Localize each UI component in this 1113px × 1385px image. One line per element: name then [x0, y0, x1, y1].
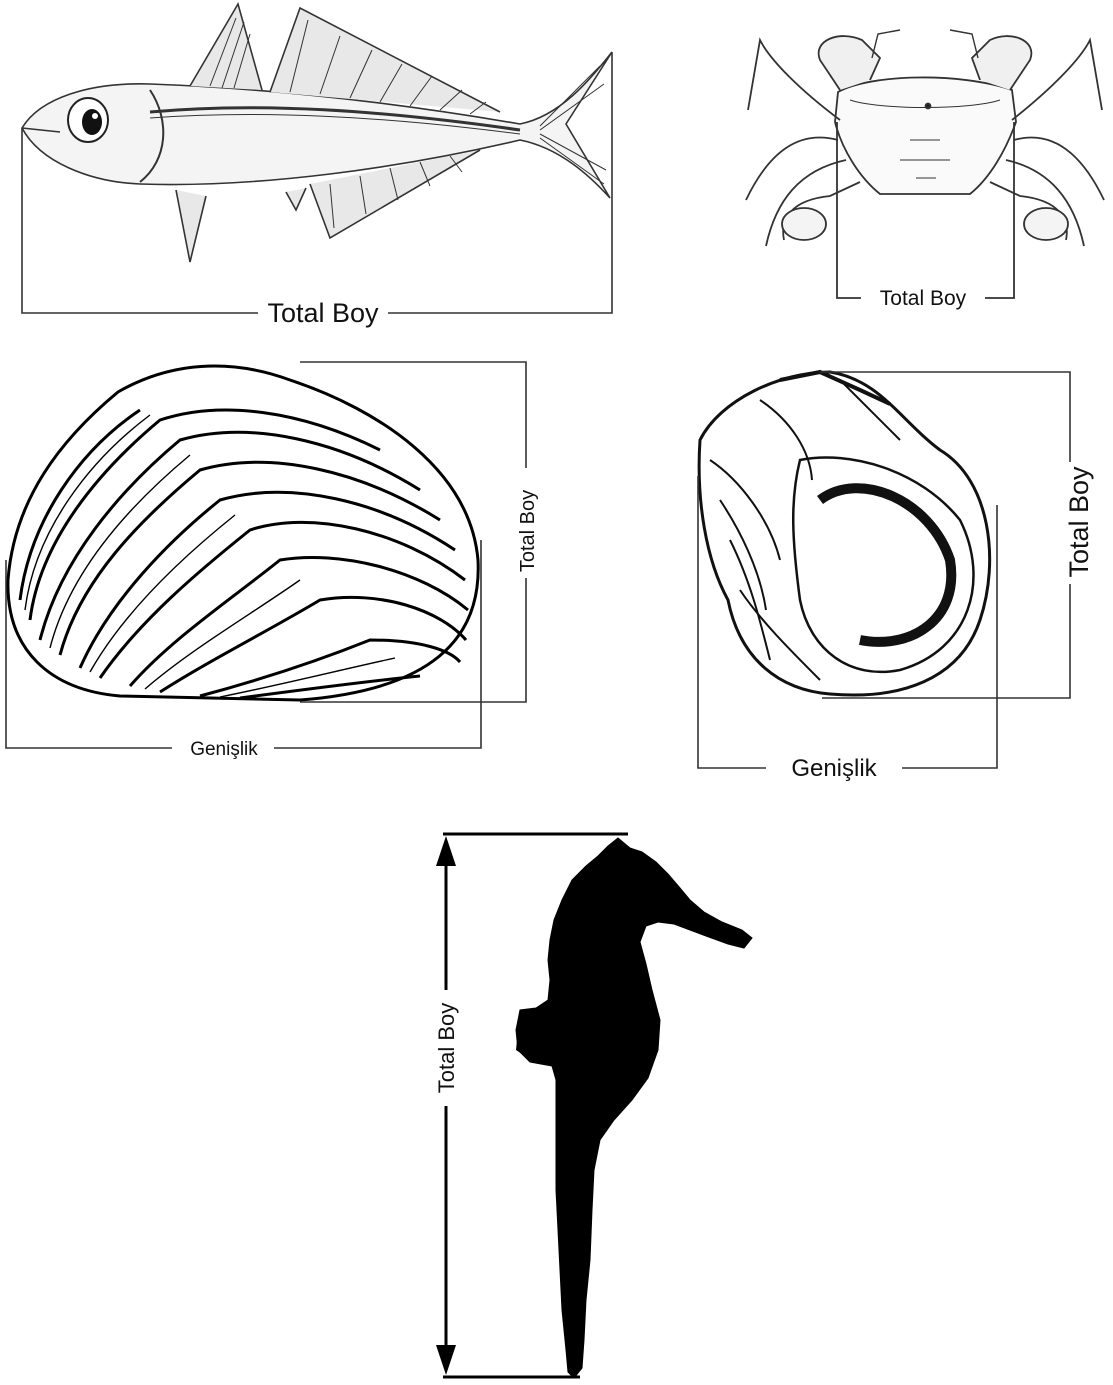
fish-length-label: Total Boy: [267, 298, 379, 328]
crab-length-label: Total Boy: [880, 287, 967, 310]
snail-width-label: Genişlik: [791, 755, 877, 782]
seahorse-length-label: Total Boy: [434, 1003, 459, 1094]
seahorse-arrowhead-top: [436, 836, 456, 866]
clam-panel: Total Boy Genişlik: [6, 362, 539, 760]
snail-panel: Total Boy Genişlik: [698, 372, 1094, 782]
crab-panel: Total Boy: [746, 30, 1104, 310]
clam-length-label: Total Boy: [517, 490, 539, 572]
fish-panel: Total Boy: [22, 4, 612, 328]
snail-length-label: Total Boy: [1064, 466, 1094, 578]
snail-illustration: [699, 372, 990, 695]
crab-illustration: [746, 30, 1104, 246]
clam-illustration: [8, 366, 478, 700]
fish-illustration: [22, 4, 612, 262]
seahorse-panel: Total Boy: [434, 834, 752, 1378]
clam-width-label: Genişlik: [190, 739, 258, 760]
fish-eye: [68, 98, 108, 142]
seahorse-arrowhead-bottom: [436, 1345, 456, 1375]
seahorse-silhouette: [516, 838, 752, 1378]
